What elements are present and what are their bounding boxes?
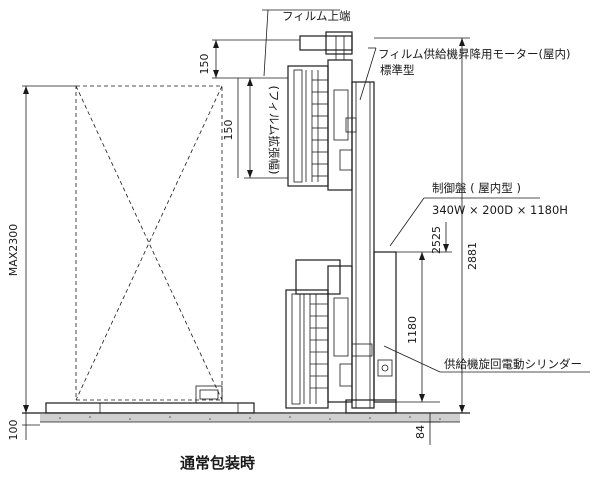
load-outline bbox=[75, 85, 223, 401]
upper-film-carriage bbox=[287, 31, 357, 191]
max2300-label: MAX2300 bbox=[7, 224, 20, 277]
film-width-label: (フィルム拡張幅) bbox=[267, 85, 281, 174]
motor-leader bbox=[359, 47, 377, 101]
film-top-label: フィルム上端 bbox=[282, 9, 351, 23]
film-top-leader bbox=[262, 9, 340, 77]
cylinder-label: 供給機旋回電動シリンダー bbox=[444, 357, 582, 371]
turntable bbox=[45, 385, 255, 414]
floor bbox=[22, 412, 470, 423]
lower-film-carriage bbox=[285, 259, 373, 409]
dim-150b-label: 150 bbox=[222, 120, 235, 141]
mast bbox=[345, 81, 397, 414]
panel-leader bbox=[389, 197, 540, 247]
motor-label: フィルム供給機昇降用モーター(屋内) bbox=[378, 47, 571, 61]
panel-label: 制御盤 ( 屋内型 ) bbox=[432, 181, 521, 195]
cylinder-leader bbox=[383, 345, 590, 373]
film-width-brace bbox=[244, 77, 288, 179]
dim-2525-label: 2525 bbox=[430, 226, 443, 254]
control-panel bbox=[373, 251, 397, 403]
dim-84-label: 84 bbox=[414, 425, 427, 439]
standard-label: 標準型 bbox=[380, 63, 415, 77]
right-dimensions bbox=[374, 37, 470, 445]
diagram-title: 通常包装時 bbox=[180, 454, 255, 472]
max-height-dimension bbox=[22, 85, 76, 440]
dims-150 bbox=[212, 39, 300, 178]
dim-150a-label: 150 bbox=[198, 54, 211, 75]
dim-1180-label: 1180 bbox=[406, 316, 419, 344]
panel-size-label: 340W × 200D × 1180H bbox=[432, 203, 568, 217]
dim-100-label: 100 bbox=[7, 420, 20, 441]
dim-2881-label: 2881 bbox=[466, 242, 479, 270]
